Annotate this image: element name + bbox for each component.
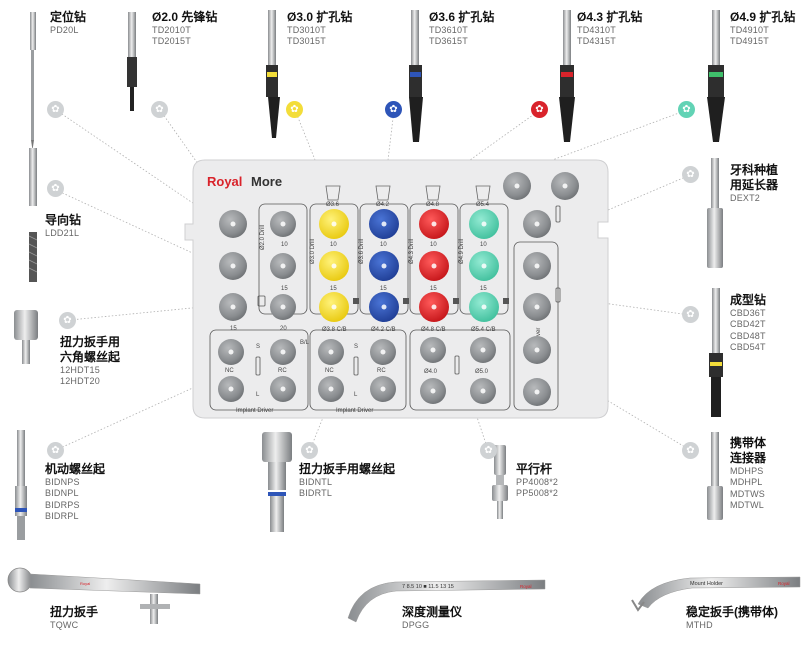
pilot-drill-label: 定位钻 PD20L <box>50 10 87 35</box>
torque-wrench-image: Royal <box>7 567 201 624</box>
flower-icon: ✿ <box>151 101 168 118</box>
extension-image <box>707 158 723 268</box>
nc-label-b: NC <box>325 368 334 374</box>
implant-driver-label-b: Implant Driver <box>336 408 373 414</box>
cb-48: Ø4.8 C/B <box>421 327 446 333</box>
len-15-f: 15 <box>480 286 487 292</box>
l-label-b: L <box>354 392 358 398</box>
flower-icon: ✿ <box>682 166 699 183</box>
rc-label-b: RC <box>377 368 386 374</box>
cb-38: Ø3.8 C/B <box>322 327 347 333</box>
drill-label-43: Ø4.3 Drill <box>409 239 415 264</box>
d30-drill-label: Ø3.0 扩孔钻 TD3010T TD3015T <box>287 10 353 47</box>
tray-brand-more: More <box>251 174 282 189</box>
flower-icon: ✿ <box>480 442 497 459</box>
hex-driver-image <box>14 310 38 364</box>
len-15-c: 15 <box>330 286 337 292</box>
len-10-d: 10 <box>430 242 437 248</box>
len-10-b: 10 <box>330 242 337 248</box>
drill-label-36: Ø3.6 Drill <box>359 239 365 264</box>
torque-driver-image <box>262 432 292 532</box>
col-head-1: Ø3.6 <box>326 202 340 208</box>
holder-wrench-label: 稳定扳手(携带体) MTHD <box>686 605 778 630</box>
len-15-d: 15 <box>380 286 387 292</box>
motor-driver-image <box>15 430 27 540</box>
flower-icon: ✿ <box>286 101 303 118</box>
d20-drill-label: Ø2.0 先锋钻 TD2010T TD2015T <box>152 10 218 47</box>
guide-drill-image <box>28 148 38 282</box>
depth-gauge-image: 7 8.5 10 ■ 11.5 13 15 Royal <box>347 579 546 623</box>
holder-wrench-brand: Royal <box>778 581 790 586</box>
bl-label: B/L <box>300 340 310 346</box>
l-label-a: L <box>256 392 260 398</box>
flower-icon: ✿ <box>531 101 548 118</box>
d36-drill-image <box>409 10 423 142</box>
surgical-tray: Royal More Ø3.6 Ø4.2 Ø4.8 Ø5.4 Ø2.0 Dril… <box>184 159 609 419</box>
d20-drill-image <box>127 12 137 111</box>
d49-drill-label: Ø4.9 扩孔钻 TD4910T TD4915T <box>730 10 796 47</box>
parallel-pin-image <box>492 445 508 519</box>
torque-wrench-label: 扭力扳手 TQWC <box>50 605 99 630</box>
drill-label-20: Ø2.0 Drill <box>260 225 266 250</box>
depth-gauge-brand: Royal <box>520 584 532 589</box>
d36-drill-label: Ø3.6 扩孔钻 TD3610T TD3615T <box>429 10 495 47</box>
len-20: 20 <box>280 326 287 332</box>
parallel-pin-label: 平行杆 PP4008*2 PP5008*2 <box>516 462 559 499</box>
flower-icon: ✿ <box>682 306 699 323</box>
pin-40-label: Ø4.0 <box>424 369 438 375</box>
extension-label: 牙科种植 用延长器 DEXT2 <box>730 163 779 203</box>
col-head-3: Ø4.8 <box>426 202 440 208</box>
bone-drill-image <box>709 288 723 417</box>
hex-driver-label: 扭力扳手用 六角螺丝起 12HDT15 12HDT20 <box>60 335 121 387</box>
flower-icon: ✿ <box>385 101 402 118</box>
holder-wrench-engrave: Mount Holder <box>690 581 723 587</box>
d30-drill-image <box>266 10 280 138</box>
pin-50-label: Ø5.0 <box>475 369 489 375</box>
nc-label-a: NC <box>225 368 234 374</box>
bone-drill-label: 成型钻 CBD36T CBD42T CBD48T CBD54T <box>730 293 767 352</box>
flower-icon: ✿ <box>59 312 76 329</box>
flower-icon: ✿ <box>682 442 699 459</box>
flower-icon: ✿ <box>301 442 318 459</box>
len-10-e: 10 <box>480 242 487 248</box>
flower-icon: ✿ <box>47 101 64 118</box>
s-label-b: S <box>354 344 358 350</box>
d43-drill-label: Ø4.3 扩孔钻 TD4310T TD4315T <box>577 10 643 47</box>
len-15-e: 15 <box>430 286 437 292</box>
flower-icon: ✿ <box>47 180 64 197</box>
flower-icon: ✿ <box>47 442 64 459</box>
col-head-4: Ø5.4 <box>476 202 490 208</box>
rc-label-a: RC <box>278 368 287 374</box>
guide-drill-label: 导向钻 LDD21L <box>45 213 82 238</box>
motor-driver-label: 机动螺丝起 BIDNPS BIDNPL BIDRPS BIDRPL <box>45 462 106 521</box>
d49-drill-image <box>707 10 725 142</box>
len-10-c: 10 <box>380 242 387 248</box>
drill-label-30: Ø3.0 Drill <box>310 239 316 264</box>
len-15-a: 15 <box>281 286 288 292</box>
cb-42: Ø4.2 C/B <box>371 327 396 333</box>
d43-drill-image <box>559 10 575 142</box>
drill-label-49: Ø4.9 Drill <box>459 239 465 264</box>
col-head-2: Ø4.2 <box>376 202 390 208</box>
torque-driver-label: 扭力扳手用螺丝起 BIDNTL BIDRTL <box>299 462 396 499</box>
s-label-a: S <box>256 344 260 350</box>
carrier-label: 携带体 连接器 MDHPS MDHPL MDTWS MDTWL <box>730 436 767 510</box>
implant-driver-label-a: Implant Driver <box>236 408 273 414</box>
torque-wrench-brand: Royal <box>80 581 90 586</box>
depth-gauge-label: 深度测量仪 DPGG <box>402 605 463 630</box>
len-10-a: 10 <box>281 242 288 248</box>
holder-wrench-image: Mount Holder Royal <box>631 576 801 612</box>
tray-brand-royal: Royal <box>207 174 242 189</box>
cb-54: Ø5.4 C/B <box>471 327 496 333</box>
len-15-b: 15 <box>230 326 237 332</box>
carrier-image <box>707 432 723 520</box>
flower-icon: ✿ <box>678 101 695 118</box>
depth-gauge-scale: 7 8.5 10 ■ 11.5 13 15 <box>402 584 454 590</box>
pilot-drill-image <box>30 12 36 150</box>
